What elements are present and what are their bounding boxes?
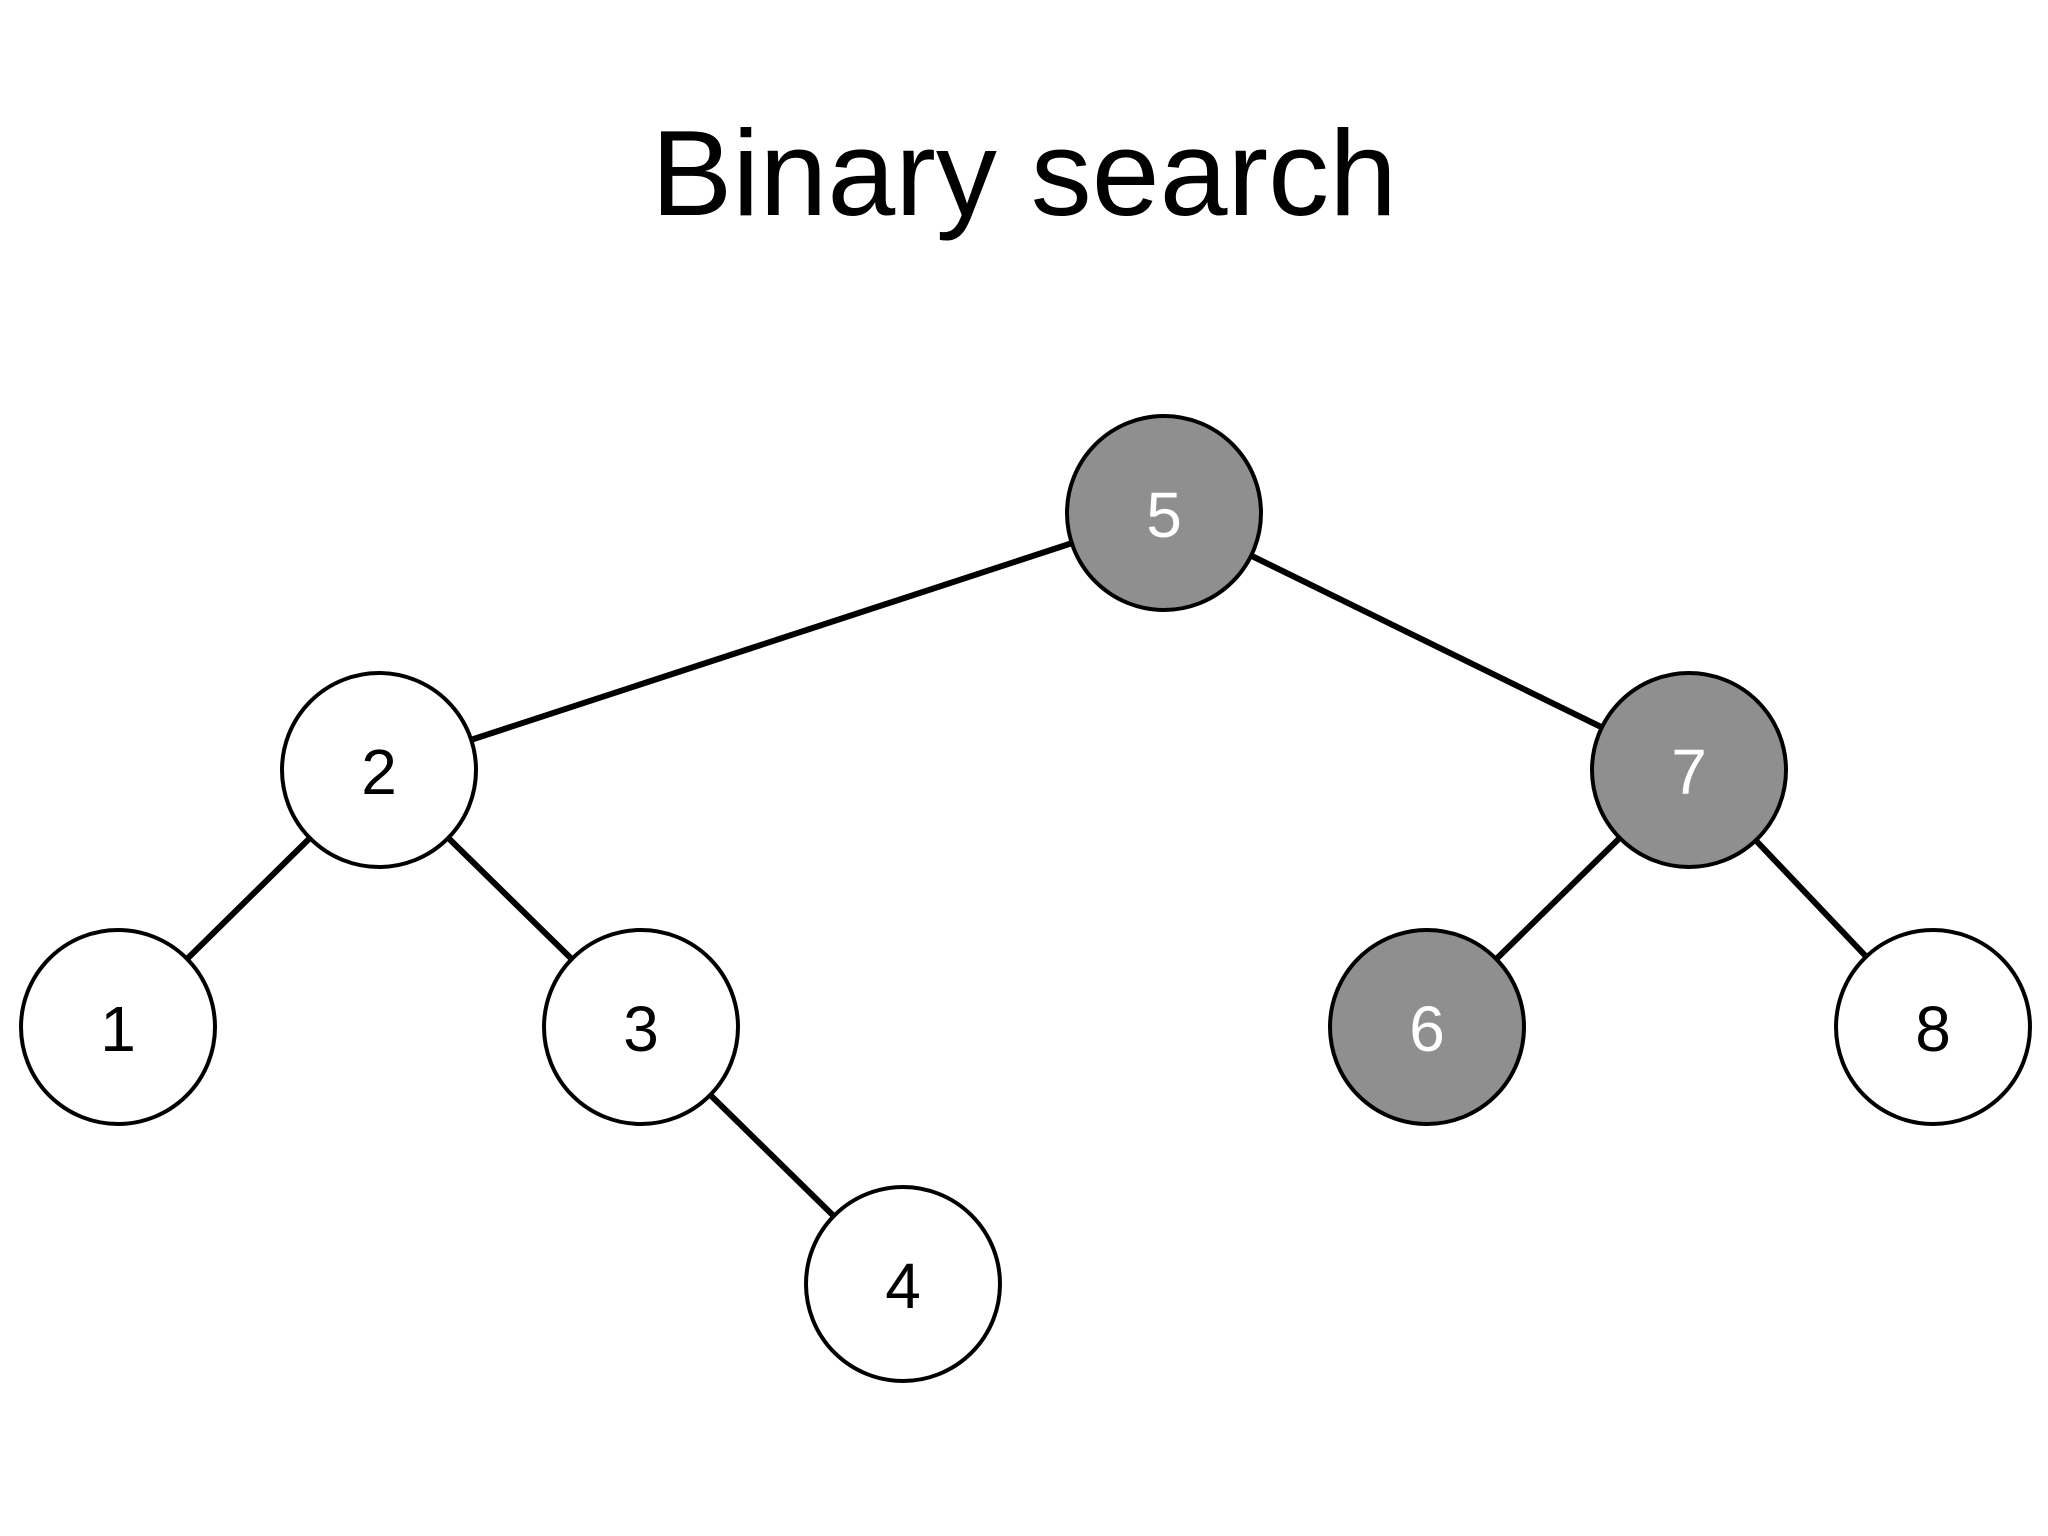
edges-layer — [115, 510, 1936, 1287]
tree-node-6: 6 — [1328, 928, 1526, 1126]
node-label-2: 2 — [361, 736, 397, 808]
node-label-8: 8 — [1915, 993, 1951, 1065]
node-label-3: 3 — [623, 993, 659, 1065]
tree-node-2: 2 — [280, 671, 478, 869]
tree-node-5: 5 — [1065, 414, 1263, 612]
node-label-5: 5 — [1146, 479, 1182, 551]
diagram-title: Binary search — [651, 105, 1397, 241]
node-circle-4 — [804, 1185, 1002, 1383]
tree-node-3: 3 — [542, 928, 740, 1126]
tree-node-7: 7 — [1590, 671, 1788, 869]
edge-5-2 — [378, 510, 1165, 773]
tree-node-8: 8 — [1834, 928, 2032, 1126]
node-circle-3 — [542, 928, 740, 1126]
nodes-layer: 5 2 7 1 3 6 8 4 — [19, 414, 2032, 1383]
node-label-1: 1 — [100, 993, 136, 1065]
node-circle-6 — [1328, 928, 1526, 1126]
node-label-7: 7 — [1671, 736, 1707, 808]
tree-node-4: 4 — [804, 1185, 1002, 1383]
node-circle-1 — [19, 928, 217, 1126]
node-circle-2 — [280, 671, 478, 869]
node-label-6: 6 — [1409, 993, 1445, 1065]
node-circle-7 — [1590, 671, 1788, 869]
node-circle-8 — [1834, 928, 2032, 1126]
tree-node-1: 1 — [19, 928, 217, 1126]
node-label-4: 4 — [885, 1250, 921, 1322]
node-circle-5 — [1065, 414, 1263, 612]
